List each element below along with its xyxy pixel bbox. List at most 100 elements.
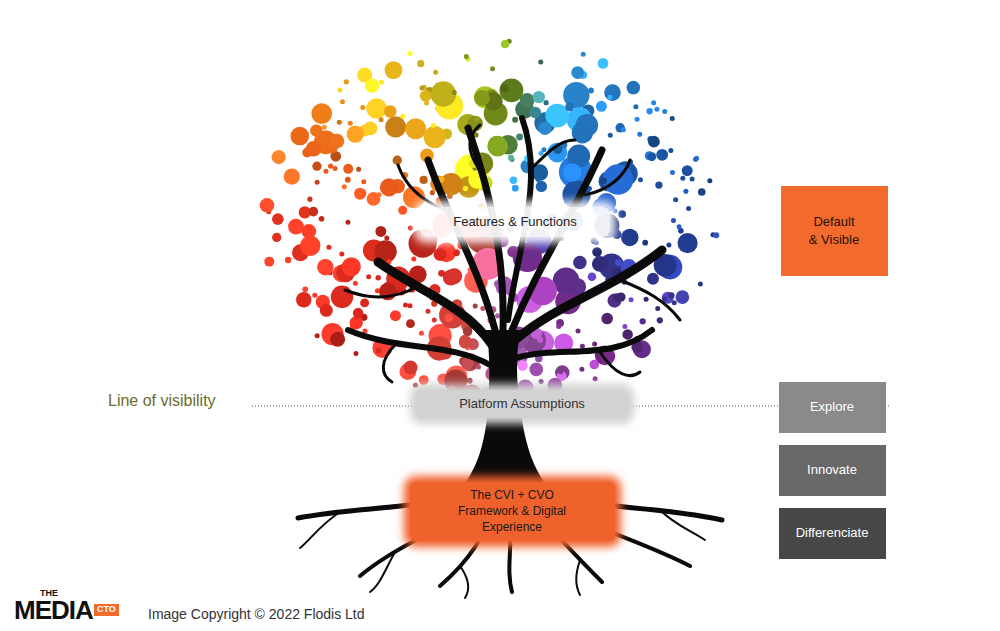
canopy-dot [342, 257, 361, 276]
canopy-dot [459, 335, 472, 348]
canopy-dot [536, 181, 547, 192]
canopy-dot [330, 332, 345, 347]
canopy-dot [581, 52, 586, 57]
canopy-dot [607, 95, 612, 100]
canopy-dot [337, 87, 342, 92]
root-label: The CVI + CVO Framework & Digital Experi… [410, 482, 615, 541]
canopy-dot [353, 308, 363, 318]
canopy-dot [543, 100, 548, 105]
canopy-dot [431, 81, 456, 106]
canopy-dot [592, 256, 608, 272]
canopy-dot [353, 281, 358, 286]
canopy-dot [264, 257, 274, 267]
twig [530, 140, 575, 170]
canopy-dot [537, 337, 543, 343]
canopy-dot [698, 188, 706, 196]
twig [383, 345, 395, 382]
canopy-dot [713, 232, 719, 238]
canopy-dot [353, 351, 358, 356]
canopy-dot [627, 81, 641, 95]
canopy-dot [363, 121, 377, 135]
canopy-dot [309, 207, 319, 217]
canopy-dot [361, 179, 366, 184]
canopy-dot [556, 324, 561, 329]
canopy-dot [604, 84, 621, 101]
canopy-dot [512, 185, 519, 192]
canopy-dot [347, 125, 364, 142]
canopy-dot [300, 236, 320, 256]
canopy-dot [654, 107, 659, 112]
canopy-dot [640, 318, 646, 324]
canopy-dot [529, 363, 543, 377]
canopy-dot [330, 134, 345, 149]
canopy-dot [671, 218, 676, 223]
canopy-dot [377, 192, 382, 197]
canopy-dot [596, 101, 607, 112]
canopy-dot [618, 210, 626, 218]
canopy-dot [473, 303, 478, 308]
canopy-dot [438, 270, 445, 277]
canopy-dot [348, 121, 353, 126]
canopy-dot [420, 90, 432, 102]
canopy-dot [530, 253, 535, 258]
root [460, 566, 468, 598]
canopy-dot [598, 58, 609, 69]
canopy-dot [607, 294, 621, 308]
canopy-dot [356, 167, 361, 172]
canopy-dot [621, 229, 639, 247]
canopy-dot [419, 375, 429, 385]
canopy-dot [320, 304, 333, 317]
branch [516, 330, 652, 358]
canopy-dot [622, 329, 632, 339]
canopy-dot [434, 248, 447, 261]
node-text: Features & Functions [453, 213, 577, 231]
canopy-dot [311, 103, 332, 124]
canopy-dot [424, 126, 446, 148]
canopy-dot [571, 66, 584, 79]
canopy-dot [319, 216, 325, 222]
canopy-dot [558, 369, 563, 374]
canopy-dot [408, 51, 413, 56]
canopy-dot [474, 117, 479, 122]
canopy-dot [539, 379, 544, 384]
canopy-dot [345, 177, 351, 183]
canopy-dot [668, 292, 675, 299]
canopy-dot [360, 105, 365, 110]
canopy-dot [414, 231, 419, 236]
canopy-dot [621, 127, 626, 132]
canopy-dot [500, 78, 524, 102]
canopy-dot [408, 226, 413, 231]
canopy-dot [285, 257, 291, 263]
canopy-dot [408, 303, 413, 308]
canopy-dot [420, 176, 428, 184]
canopy-dot [406, 319, 415, 328]
canopy-dot [430, 190, 435, 195]
canopy-dot [379, 117, 384, 122]
canopy-dot [413, 383, 418, 388]
canopy-dot [340, 99, 345, 104]
twig [345, 285, 420, 297]
canopy-dot [315, 333, 320, 338]
canopy-dot [655, 306, 660, 311]
canopy-dot [310, 124, 322, 136]
node-text: Default & Visible [808, 213, 860, 248]
canopy-dot [459, 335, 469, 345]
root [370, 552, 395, 592]
canopy-dot [272, 213, 284, 225]
canopy-dot [463, 186, 468, 191]
canopy-dot [635, 117, 640, 122]
logo-text: MEDIA [14, 596, 93, 625]
canopy-dot [666, 243, 671, 248]
canopy-dot [345, 220, 350, 225]
canopy-dot [601, 313, 613, 325]
canopy-dot [446, 268, 462, 284]
canopy-dot [673, 197, 678, 202]
node-text: The CVI + CVO Framework & Digital Experi… [439, 487, 586, 536]
canopy-dot [317, 259, 333, 275]
canopy-dot [501, 85, 509, 93]
root [576, 560, 580, 595]
canopy-dot [375, 226, 386, 237]
canopy-dot [344, 79, 349, 84]
canopy-dot [686, 206, 691, 211]
canopy-dot [398, 206, 407, 215]
